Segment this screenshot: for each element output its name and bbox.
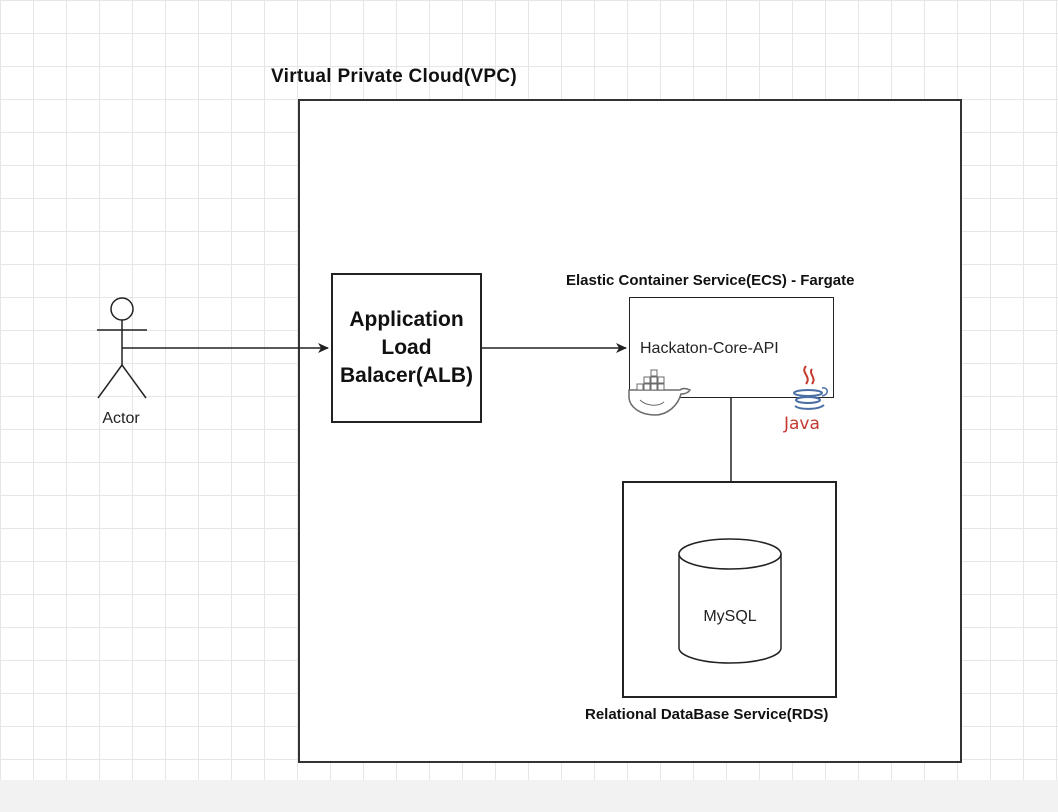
alb-label: Application Load Balacer(ALB) <box>339 308 474 387</box>
actor-label: Actor <box>102 410 140 427</box>
ecs-service-label: Hackaton-Core-API <box>640 340 779 357</box>
actor-figure[interactable] <box>97 297 147 399</box>
vpc-title: Virtual Private Cloud(VPC) <box>271 66 518 87</box>
alb-node[interactable]: Application Load Balacer(ALB) <box>331 273 482 423</box>
mysql-label: MySQL <box>703 608 757 625</box>
rds-container[interactable] <box>622 481 837 698</box>
rds-title: Relational DataBase Service(RDS) <box>585 706 829 723</box>
java-label: Java <box>784 414 820 434</box>
ecs-title: Elastic Container Service(ECS) - Fargate <box>566 272 855 289</box>
canvas-bottom-strip <box>0 780 1058 812</box>
